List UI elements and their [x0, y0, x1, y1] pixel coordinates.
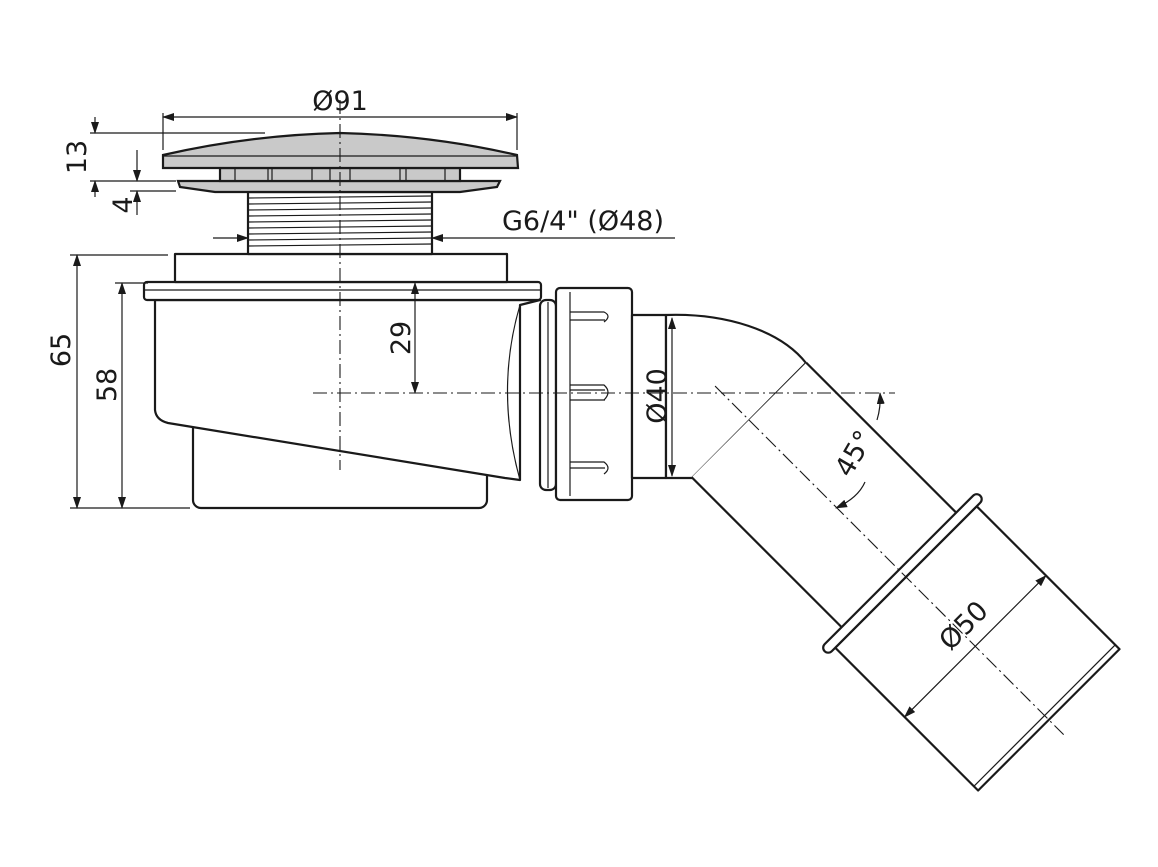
- dimension-labels: Ø91 13 4 G6/4" (Ø48) 65 58 29 Ø40 45° Ø5…: [46, 86, 995, 657]
- dim-body-height: 58: [92, 368, 123, 402]
- centerlines: [313, 100, 895, 470]
- dim-total-height: 65: [46, 333, 77, 367]
- elbow-pipe: [630, 313, 808, 480]
- dim-outlet-depth: 29: [386, 321, 417, 355]
- dim-thread: G6/4" (Ø48): [502, 206, 664, 237]
- union-nut: [538, 286, 634, 502]
- dim-cap-diameter: Ø91: [312, 86, 368, 117]
- dim-gap-height: 4: [108, 196, 139, 213]
- drain-body: [142, 252, 543, 510]
- dim-cap-height: 13: [62, 140, 93, 174]
- dim-outlet-diameter: Ø40: [642, 368, 673, 424]
- dimension-lines: [70, 113, 885, 509]
- angled-pipe: [690, 361, 1121, 792]
